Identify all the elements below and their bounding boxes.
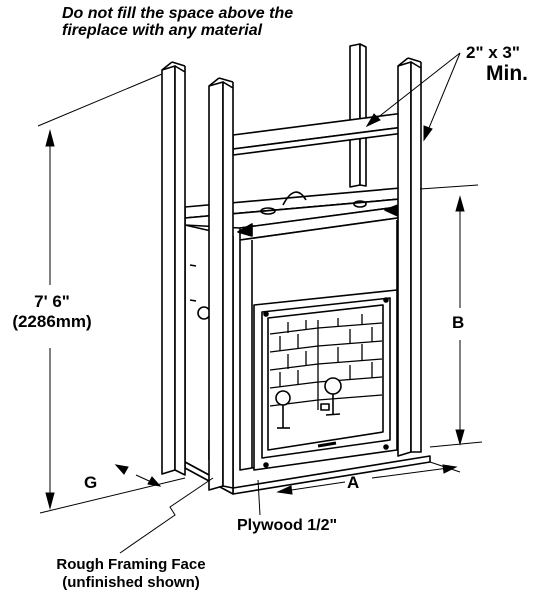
height-dimension-label: 7' 6" (2286mm)	[6, 292, 98, 331]
front-right-stud	[397, 57, 422, 457]
rough-framing-line2: (unfinished shown)	[62, 574, 200, 591]
stud-min-label: Min.	[486, 62, 528, 85]
dimension-g-label: G	[84, 473, 98, 492]
firebox-brick-pattern	[269, 314, 383, 410]
plywood-label: Plywood 1/2"	[237, 517, 338, 534]
height-imperial: 7' 6"	[34, 292, 70, 311]
rough-framing-line1: Rough Framing Face	[56, 556, 206, 573]
upper-header	[232, 111, 413, 156]
warning-note: Do not fill the space above the fireplac…	[62, 5, 294, 39]
height-metric: (2286mm)	[12, 311, 92, 331]
dimension-b-label: B	[452, 313, 465, 332]
dimension-lines	[37, 52, 483, 554]
dimension-a-label: A	[347, 473, 360, 492]
rough-framing-label: Rough Framing Face (unfinished shown)	[26, 556, 236, 592]
back-left-stud	[349, 43, 367, 188]
firebox-frame	[253, 289, 398, 471]
front-left-stud	[161, 61, 186, 476]
stud-size-label: 2" x 3"	[466, 43, 520, 62]
front-middle-stud	[208, 77, 234, 491]
andirons	[275, 377, 342, 429]
